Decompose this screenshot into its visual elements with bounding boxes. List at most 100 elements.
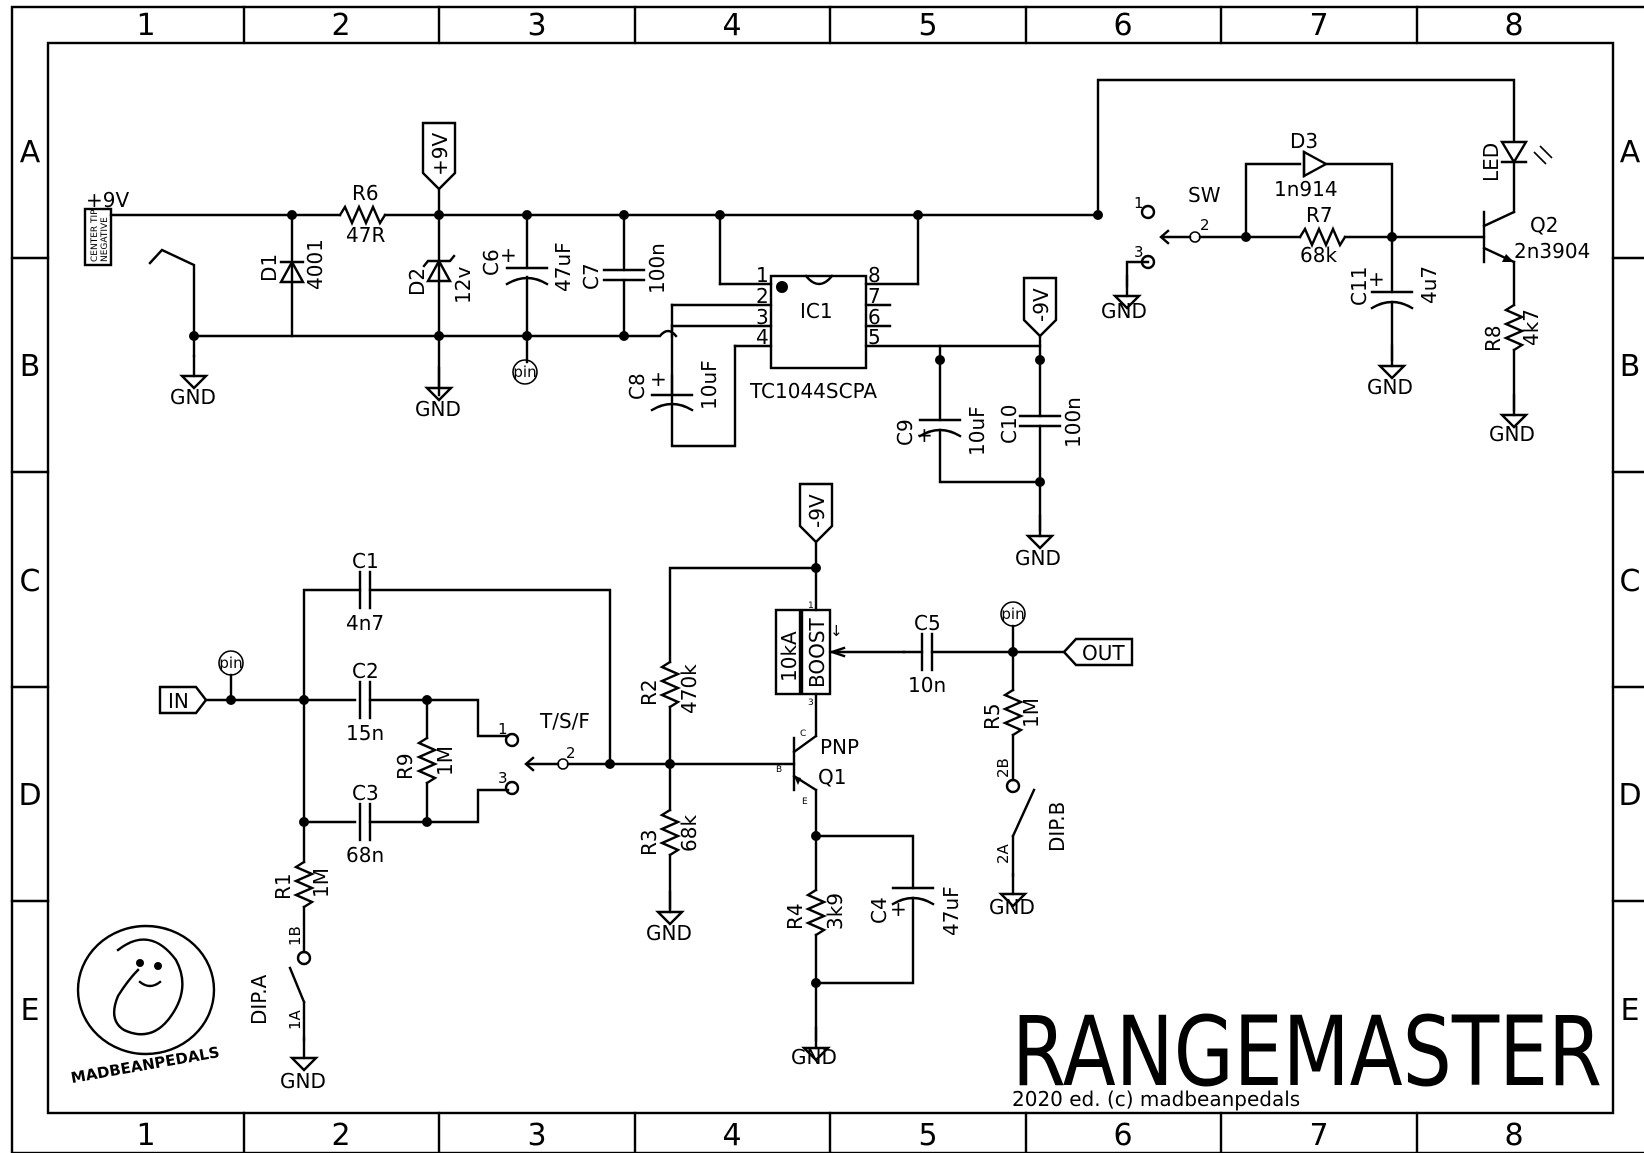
r9-resistor [416, 736, 438, 785]
pin-pad [1000, 601, 1026, 627]
gnd-label: GND [1367, 375, 1413, 399]
r4-name: R4 [783, 903, 807, 930]
d3-diode [1302, 149, 1329, 179]
d2-name: D2 [405, 268, 429, 296]
ic-pin: 3 [756, 305, 769, 329]
c2-value: 15n [346, 721, 384, 745]
gnd-label: GND [415, 397, 461, 421]
c3-name: C3 [352, 781, 379, 805]
r8-resistor [1503, 303, 1525, 352]
neg-9v-flag [1022, 276, 1058, 338]
jack-text: NEGATIVE [100, 217, 110, 262]
r8-name: R8 [1481, 325, 1505, 352]
tsf-name: T/S/F [539, 709, 590, 733]
d1-value: 4001 [303, 239, 327, 290]
polarity-plus: + [916, 423, 933, 447]
pot-name: BOOST [805, 617, 829, 688]
q1-pin: C [800, 729, 806, 739]
row-label: C [20, 564, 41, 599]
madbean-logo: MADBEANPEDALS [69, 924, 221, 1087]
pin-label: pin [219, 654, 242, 672]
col-label: 8 [1504, 1118, 1523, 1153]
gnd-label: GND [646, 921, 692, 945]
title-main: RANGEMASTER [1012, 996, 1602, 1108]
dip-a-pin: 1B [286, 926, 304, 946]
dip-b-name: DIP.B [1045, 802, 1069, 852]
dip-b-pin: 2A [994, 843, 1012, 864]
dip-a-name: DIP.A [247, 974, 271, 1025]
pos-rail-label: +9V [428, 133, 452, 176]
neg-9v-flag [798, 482, 834, 544]
gnd-label: GND [791, 1045, 837, 1069]
ic-pin: 6 [868, 305, 881, 329]
out-label: OUT [1082, 641, 1125, 665]
c11-value: 4u7 [1417, 266, 1441, 304]
ic1-chip [769, 274, 868, 370]
col-label: 4 [722, 8, 741, 43]
col-label: 5 [918, 8, 937, 43]
gnd-label: GND [1489, 422, 1535, 446]
c9-value: 10uF [965, 406, 989, 456]
neg-rail-label: -9V [805, 494, 829, 528]
c10-value: 100n [1061, 397, 1085, 448]
gnd-label: GND [989, 895, 1035, 919]
col-label: 3 [527, 8, 546, 43]
col-label: 6 [1113, 1118, 1132, 1153]
col-label: 3 [527, 1118, 546, 1153]
r3-value: 68k [677, 815, 701, 852]
col-label: 2 [331, 1118, 350, 1153]
r7-resistor [1298, 226, 1347, 248]
col-label: 4 [722, 1118, 741, 1153]
tsf-contact [504, 780, 520, 796]
r6-name: R6 [352, 181, 379, 205]
row-label: D [1618, 778, 1641, 813]
row-label: A [1620, 135, 1641, 170]
c8-value: 10uF [697, 360, 721, 410]
q2-value: 2n3904 [1514, 239, 1590, 263]
c2-name: C2 [352, 659, 379, 683]
gnd-label: GND [280, 1069, 326, 1093]
c3-value: 68n [346, 843, 384, 867]
c11-name: C11 [1347, 267, 1371, 306]
r4-resistor [805, 888, 827, 937]
polarity-plus: + [1368, 267, 1385, 291]
row-label: E [21, 993, 40, 1028]
c6-name: C6 [479, 249, 503, 276]
c9-name: C9 [893, 419, 917, 446]
power-input-label: +9V [86, 188, 129, 212]
gnd-label: GND [1101, 299, 1147, 323]
c4-name: C4 [867, 897, 891, 924]
row-label: D [18, 778, 41, 813]
dip-a-contact [296, 950, 312, 966]
row-label: A [20, 135, 41, 170]
column-labels-bottom: 1 2 3 4 5 6 7 8 [136, 1118, 1523, 1153]
tsf-pin: 3 [498, 769, 508, 787]
r2-value: 470k [677, 664, 701, 714]
ic-pin: 5 [868, 325, 881, 349]
c7-name: C7 [579, 263, 603, 290]
d3-name: D3 [1290, 129, 1318, 153]
r9-value: 1M [433, 746, 457, 776]
pot-value: 10kA [777, 631, 801, 682]
ic1-value: TC1044SCPA [749, 379, 877, 403]
r4-value: 3k9 [823, 893, 847, 930]
r7-name: R7 [1306, 203, 1333, 227]
r3-resistor [659, 808, 681, 857]
r5-value: 1M [1019, 698, 1043, 728]
pin-pad [218, 650, 244, 676]
r2-resistor [659, 660, 681, 709]
r7-value: 68k [1300, 243, 1337, 267]
row-labels-left: A B C D E [18, 135, 41, 1028]
col-label: 1 [136, 1118, 155, 1153]
c6-value: 47uF [551, 242, 575, 292]
ic-pin: 7 [868, 284, 881, 308]
polarity-plus: + [500, 243, 517, 267]
r5-name: R5 [980, 703, 1004, 730]
col-label: 2 [331, 8, 350, 43]
col-label: 1 [136, 8, 155, 43]
r1-value: 1M [309, 868, 333, 898]
drawing-frame: 1 2 3 4 5 6 7 8 1 2 3 4 5 6 7 8 A B C D … [10, 5, 1644, 1153]
column-labels-top: 1 2 3 4 5 6 7 8 [136, 8, 1523, 43]
dip-b-pin: 2B [994, 758, 1012, 778]
